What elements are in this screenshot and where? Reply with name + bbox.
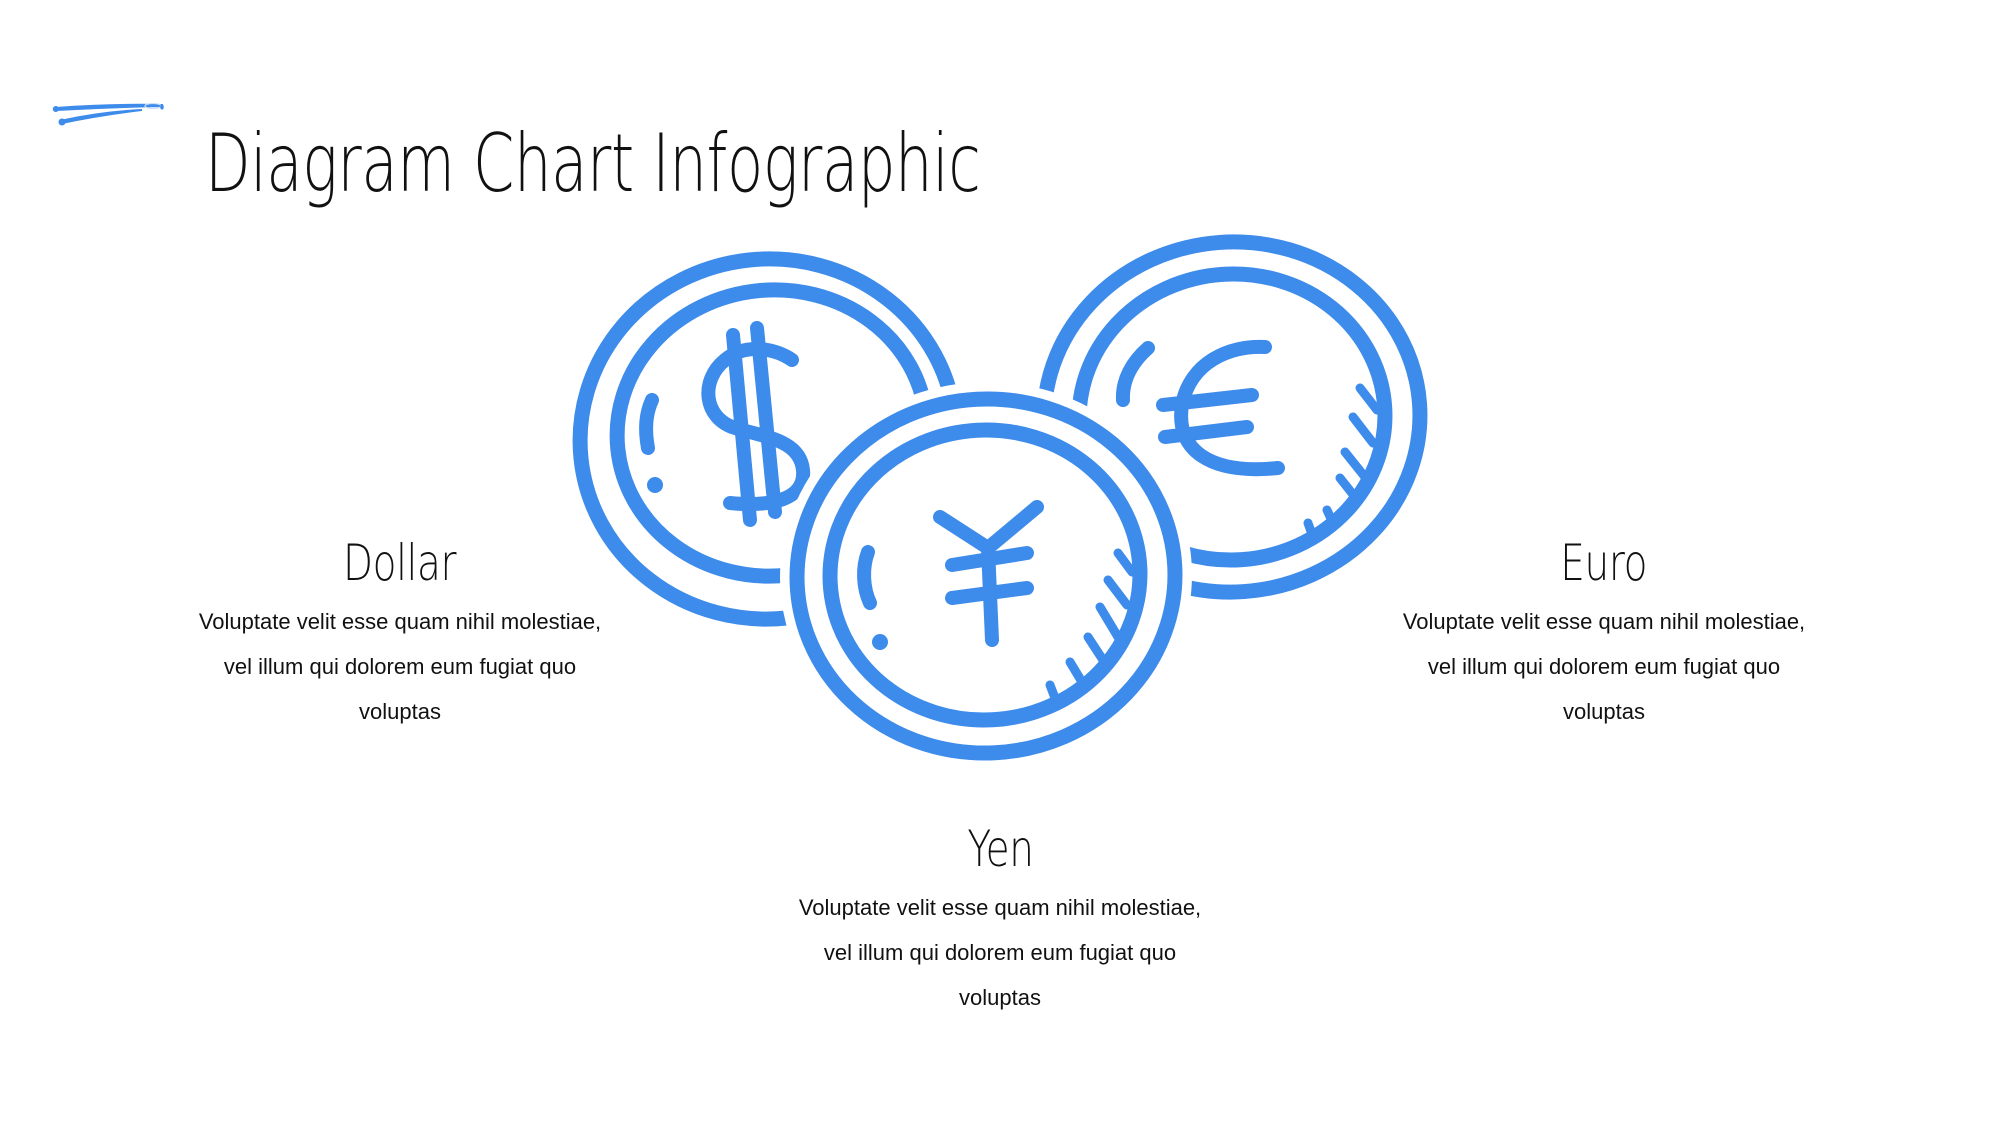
dollar-description-line: vel illum qui dolorem eum fugiat quo <box>223 654 577 679</box>
yen-description: Voluptate velit esse quam nihil molestia… <box>720 885 1280 1020</box>
euro-description-line: voluptas <box>1563 699 1645 724</box>
brush-stroke-icon <box>52 102 164 126</box>
yen-description-line: Voluptate velit esse quam nihil molestia… <box>798 895 1202 920</box>
euro-heading: Euro <box>1560 534 1648 592</box>
euro-description-line: vel illum qui dolorem eum fugiat quo <box>1427 654 1781 679</box>
dollar-heading: Dollar <box>343 534 457 592</box>
euro-text-block: Euro Voluptate velit esse quam nihil mol… <box>1324 533 1884 734</box>
dollar-description-line: voluptas <box>359 699 441 724</box>
euro-description-line: Voluptate velit esse quam nihil molestia… <box>1402 609 1806 634</box>
yen-description-line: vel illum qui dolorem eum fugiat quo <box>823 940 1177 965</box>
dollar-text-block: Dollar Voluptate velit esse quam nihil m… <box>120 533 680 734</box>
yen-heading: Yen <box>966 820 1034 878</box>
dollar-description-line: Voluptate velit esse quam nihil molestia… <box>198 609 602 634</box>
yen-description-line: voluptas <box>959 985 1041 1010</box>
yen-coin-icon <box>780 381 1192 771</box>
page-title: Diagram Chart Infographic <box>205 116 981 210</box>
yen-text-block: Yen Voluptate velit esse quam nihil mole… <box>720 819 1280 1020</box>
euro-description: Voluptate velit esse quam nihil molestia… <box>1324 599 1884 734</box>
dollar-description: Voluptate velit esse quam nihil molestia… <box>120 599 680 734</box>
